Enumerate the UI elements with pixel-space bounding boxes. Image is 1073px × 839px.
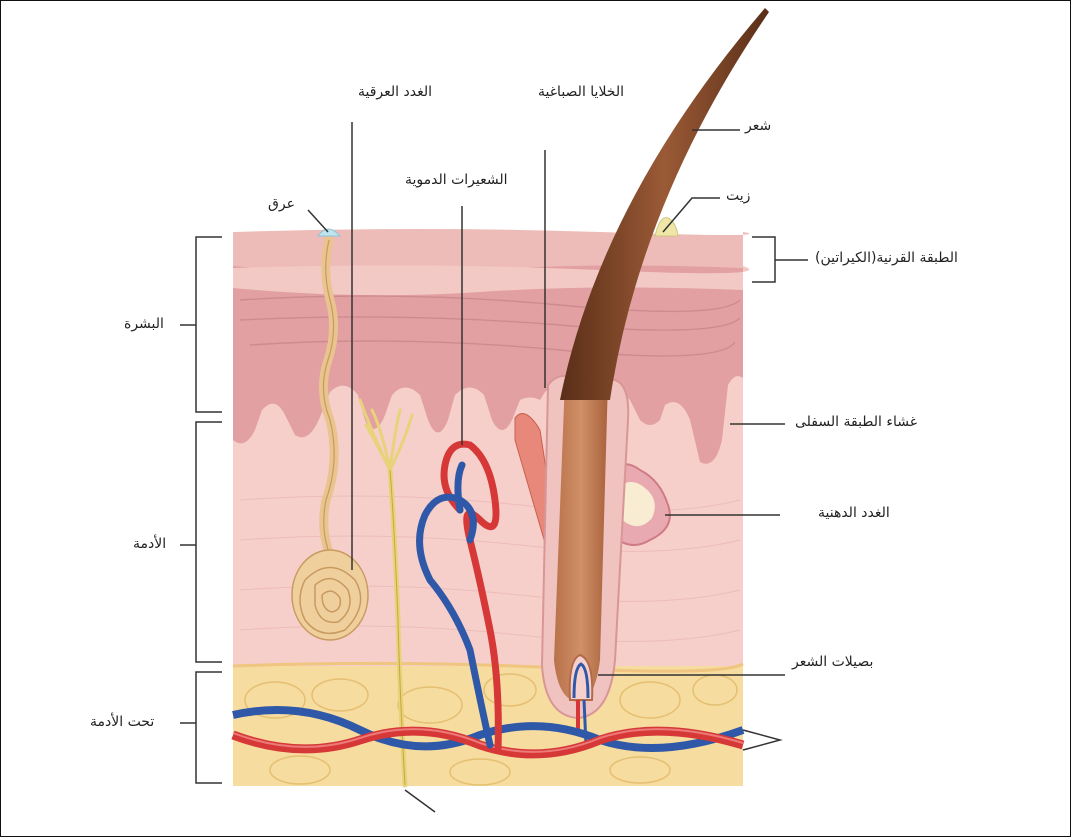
vessel-pointer [743,730,780,750]
label-sebaceous-glands: الغدد الدهنية [818,505,890,521]
label-hair: شعر [745,118,771,134]
label-hypodermis: تحت الأدمة [90,714,154,730]
label-stratum-corneum: الطبقة القرنية(الكيراتين) [815,250,958,266]
label-basement-membrane: غشاء الطبقة السفلى [795,414,917,430]
label-capillaries: الشعيرات الدموية [405,172,508,188]
label-dermis: الأدمة [133,536,166,552]
nerve-pointer [405,790,435,812]
brackets-left [180,237,222,783]
sweat-gland-coil [292,550,368,640]
label-oil: زيت [726,188,750,204]
label-melanocytes: الخلايا الصباغية [538,84,624,100]
label-hair-follicle: بصيلات الشعر [792,654,873,670]
label-sweat: عرق [268,196,295,212]
label-epidermis: البشرة [124,316,164,332]
label-sweat-glands: الغدد العرقية [358,84,432,100]
bracket-right [752,237,808,282]
